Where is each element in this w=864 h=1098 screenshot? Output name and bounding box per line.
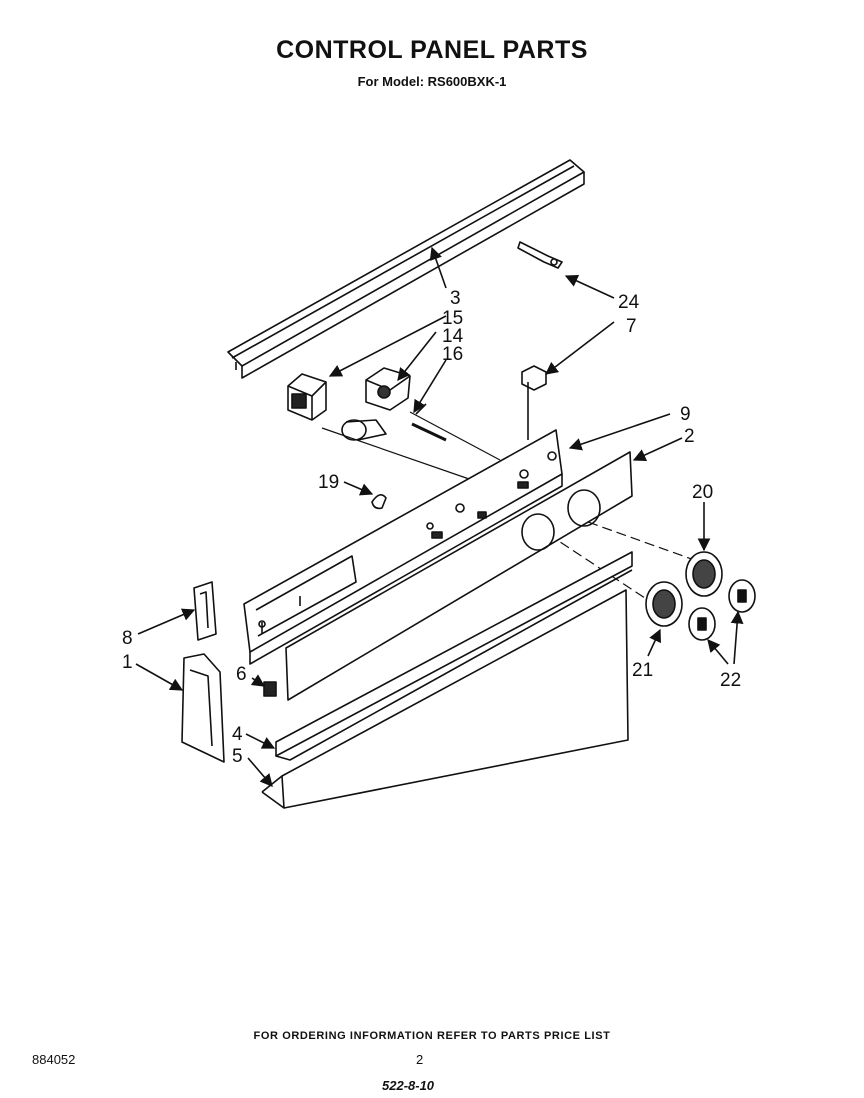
callout-3: 3 bbox=[450, 288, 461, 309]
callout-22: 22 bbox=[720, 670, 741, 691]
control-panel-part-9 bbox=[243, 429, 563, 665]
trim-plate-part-2 bbox=[285, 451, 633, 701]
knob-ring-part-21 bbox=[645, 581, 683, 627]
page-title: CONTROL PANEL PARTS bbox=[276, 36, 588, 64]
callout-24: 24 bbox=[618, 292, 640, 313]
page-number: 2 bbox=[416, 1052, 424, 1067]
tube-part bbox=[341, 419, 387, 441]
bracket-part-24 bbox=[517, 241, 563, 269]
callout-16: 16 bbox=[442, 344, 463, 365]
callout-5: 5 bbox=[232, 746, 243, 767]
top-trim-strip bbox=[227, 159, 585, 379]
knob-ring-part-20 bbox=[685, 551, 723, 597]
callout-21: 21 bbox=[632, 660, 653, 681]
callout-4: 4 bbox=[232, 724, 243, 745]
callout-2: 2 bbox=[684, 426, 695, 447]
ordering-note: FOR ORDERING INFORMATION REFER TO PARTS … bbox=[253, 1030, 611, 1042]
knob-part-22 bbox=[688, 579, 756, 641]
callout-14: 14 bbox=[442, 326, 464, 347]
callout-8: 8 bbox=[122, 628, 133, 649]
callout-1: 1 bbox=[122, 652, 133, 673]
bottom-panel-part-5 bbox=[261, 589, 629, 809]
end-cap-part-1 bbox=[181, 653, 225, 763]
callout-15: 15 bbox=[442, 308, 463, 329]
hook-part-19 bbox=[371, 494, 387, 510]
callout-7: 7 bbox=[626, 316, 637, 337]
model-subtitle: For Model: RS600BXK-1 bbox=[357, 74, 507, 89]
handwritten-code: 522-8-10 bbox=[382, 1078, 435, 1093]
callout-20: 20 bbox=[692, 482, 713, 503]
callout-19: 19 bbox=[318, 472, 339, 493]
side-bracket-part-8 bbox=[193, 581, 217, 641]
lower-trim-part-4 bbox=[275, 551, 633, 761]
document-number: 884052 bbox=[32, 1052, 76, 1067]
switch-block-part-15 bbox=[287, 373, 327, 421]
clip-part-7 bbox=[521, 365, 547, 440]
clip-part-6 bbox=[263, 681, 277, 697]
callout-6: 6 bbox=[236, 664, 247, 685]
callout-9: 9 bbox=[680, 404, 691, 425]
